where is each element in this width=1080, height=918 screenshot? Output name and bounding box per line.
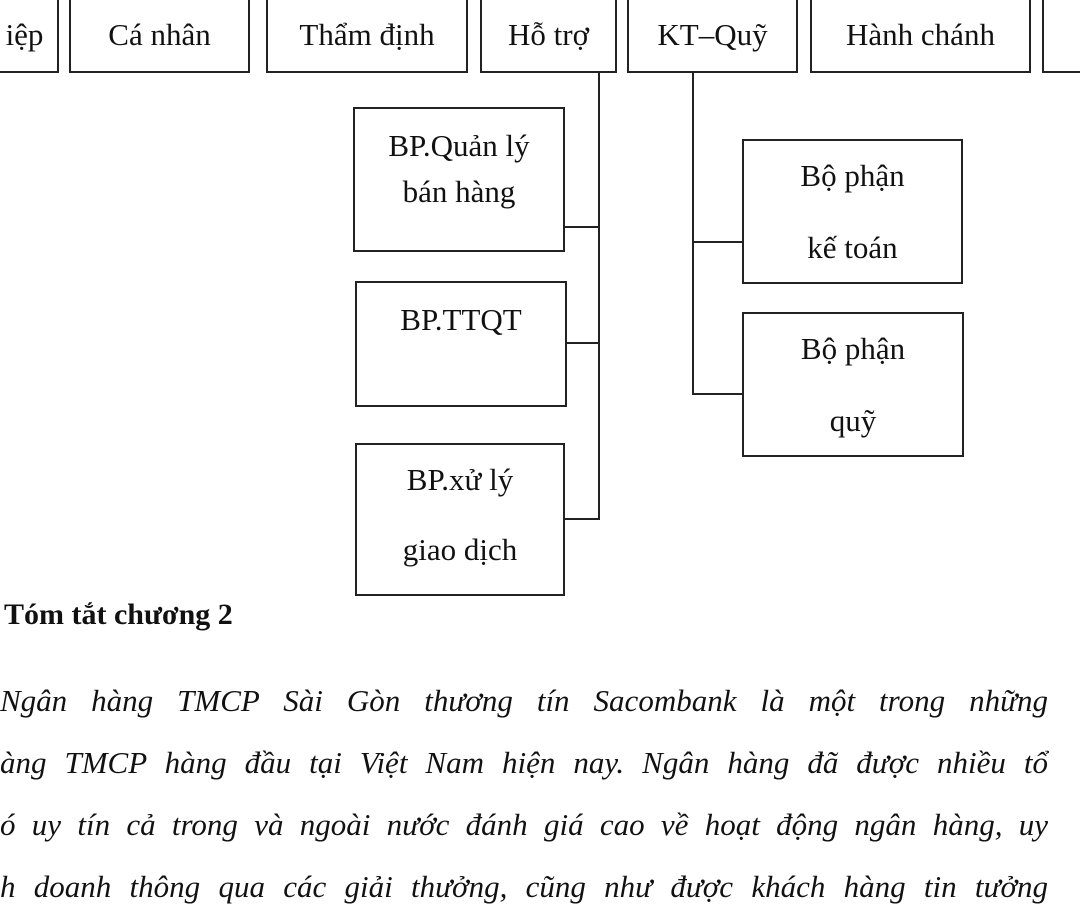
connector-ho-tro-trunk	[598, 73, 600, 520]
dept-label: Thẩm định	[299, 16, 435, 52]
unit-box-xu-ly-giao-dich: BP.xử lý giao dịch	[355, 443, 565, 596]
dept-label: iệp	[5, 16, 44, 52]
unit-label-line2: bán hàng	[402, 174, 516, 209]
paragraph-line: àng TMCP hàng đầu tại Việt Nam hiện nay.…	[0, 745, 1048, 780]
connector-kt-quy-trunk	[692, 73, 694, 395]
dept-box-ca-nhan: Cá nhân	[69, 0, 250, 73]
unit-label-line2: giao dịch	[402, 532, 518, 567]
dept-box-ho-tro: Hỗ trợ	[480, 0, 617, 73]
unit-label-line2: kế toán	[807, 230, 898, 265]
dept-box-partial-right	[1042, 0, 1080, 73]
dept-box-partial: iệp	[0, 0, 59, 73]
unit-label-line1: BP.xử lý	[406, 462, 514, 497]
unit-label-line1: BP.TTQT	[400, 302, 522, 337]
unit-box-ke-toan: Bộ phận kế toán	[742, 139, 963, 284]
unit-label-line2: quỹ	[829, 403, 877, 438]
connector-kt-quy-1	[692, 241, 744, 243]
unit-label-line1: Bộ phận	[800, 158, 905, 193]
dept-box-tham-dinh: Thẩm định	[266, 0, 468, 73]
unit-label-line1: BP.Quản lý	[388, 128, 530, 163]
paragraph-line: h doanh thông qua các giải thưởng, cũng …	[0, 869, 1048, 904]
dept-box-kt-quy: KT–Quỹ	[627, 0, 798, 73]
connector-ho-tro-2	[566, 342, 600, 344]
paragraph-line: ó uy tín cả trong và ngoài nước đánh giá…	[0, 807, 1048, 842]
connector-ho-tro-1	[564, 226, 600, 228]
dept-label: KT–Quỹ	[657, 16, 768, 52]
dept-label: Cá nhân	[108, 16, 211, 52]
dept-label: Hành chánh	[846, 16, 995, 52]
unit-label-line1: Bộ phận	[800, 331, 906, 366]
paragraph-line: Ngân hàng TMCP Sài Gòn thương tín Sacomb…	[0, 683, 1048, 718]
summary-paragraph: Ngân hàng TMCP Sài Gòn thương tín Sacomb…	[0, 670, 1048, 918]
connector-ho-tro-3	[564, 518, 600, 520]
unit-box-quan-ly-ban-hang: BP.Quản lý bán hàng	[353, 107, 565, 252]
unit-box-quy: Bộ phận quỹ	[742, 312, 964, 457]
dept-label: Hỗ trợ	[508, 16, 589, 52]
unit-box-ttqt: BP.TTQT	[355, 281, 567, 407]
connector-kt-quy-2	[692, 393, 744, 395]
dept-box-hanh-chanh: Hành chánh	[810, 0, 1031, 73]
section-heading: Tóm tắt chương 2	[4, 598, 233, 631]
